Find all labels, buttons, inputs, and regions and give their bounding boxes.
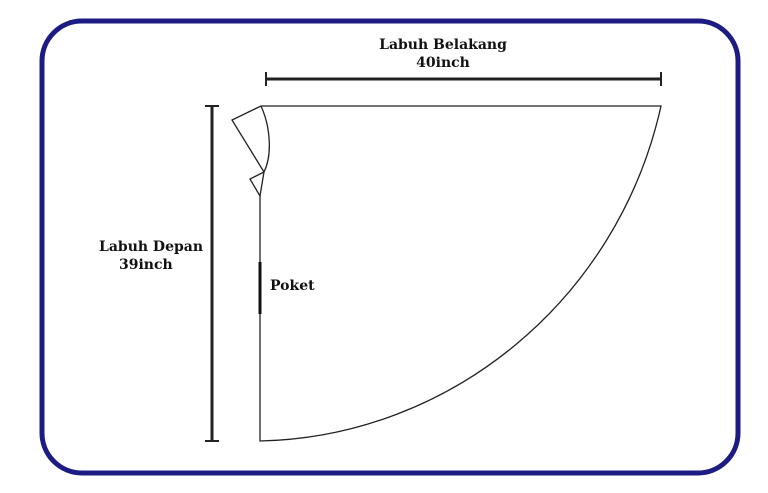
back-hem-name: Labuh Belakang [379,37,507,53]
back-hem-dimension-line [265,72,662,86]
front-hem-dimension-line [205,105,219,442]
upper-dart [231,105,265,173]
front-hem-label: Labuh Depan 39inch [99,238,203,274]
waist-curve [260,105,270,173]
front-hem-size: 39inch [119,257,173,273]
back-hem-size: 40inch [416,55,470,71]
back-hem-label: Labuh Belakang 40inch [379,36,507,72]
pocket-label: Poket [270,278,315,294]
front-hem-name: Labuh Depan [99,239,204,255]
rounded-border-frame [39,18,741,476]
skirt-pattern-outline [259,105,662,442]
lower-dart [249,171,265,198]
